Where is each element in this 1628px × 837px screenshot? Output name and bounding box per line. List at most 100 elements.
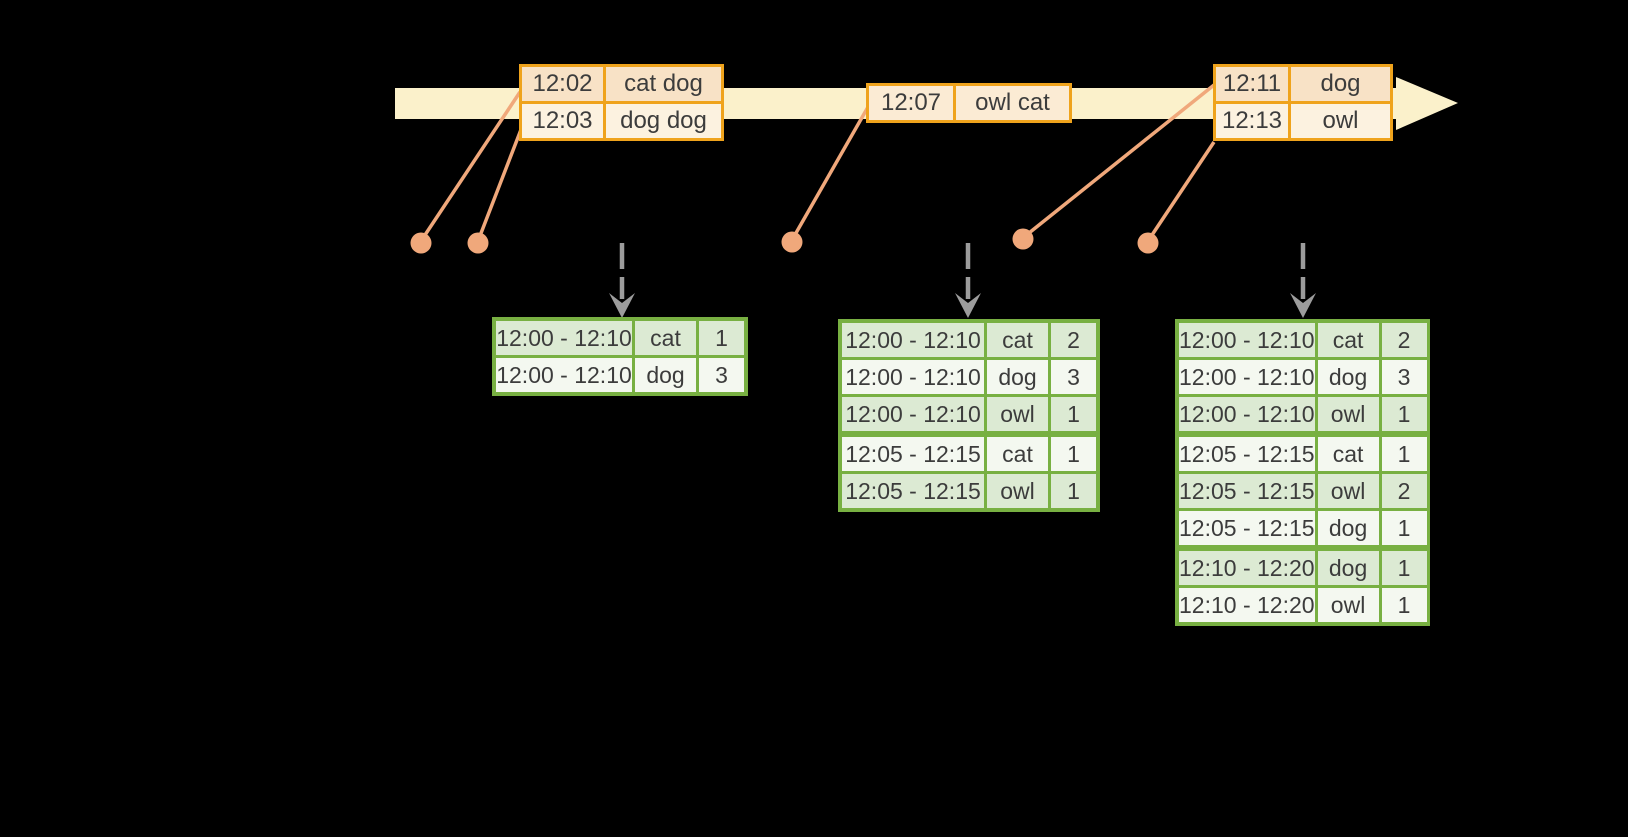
event-connector-line	[1022, 83, 1216, 239]
window-cell: 12:05 - 12:15	[1179, 511, 1315, 545]
word-cell: dog	[1317, 511, 1379, 545]
event-connector-line	[476, 126, 524, 242]
arrow-down-icon	[1290, 293, 1316, 318]
window-cell: 12:05 - 12:15	[1179, 437, 1315, 471]
event-words: owl cat	[956, 86, 1069, 120]
count-cell: 1	[1051, 437, 1096, 471]
event-row: 12:02 cat dog	[522, 67, 721, 101]
word-cell: cat	[1317, 323, 1379, 357]
event-time: 12:13	[1216, 104, 1288, 138]
event-row: 12:03 dog dog	[522, 104, 721, 138]
event-box-1: 12:02 cat dog 12:03 dog dog	[519, 64, 724, 141]
event-time: 12:07	[869, 86, 953, 120]
trigger-arrow	[609, 243, 635, 318]
window-cell: 12:00 - 12:10	[842, 397, 984, 431]
result-table-2: 12:00 - 12:10 cat 2 12:00 - 12:10 dog 3 …	[838, 319, 1100, 512]
count-cell: 3	[1381, 360, 1427, 394]
window-cell: 12:00 - 12:10	[842, 323, 984, 357]
event-words: dog dog	[606, 104, 721, 138]
count-cell: 1	[1051, 397, 1096, 431]
count-cell: 2	[1051, 323, 1096, 357]
word-cell: cat	[1317, 437, 1379, 471]
window-cell: 12:10 - 12:20	[1179, 551, 1315, 585]
table-row: 12:10 - 12:20 owl 1	[1179, 588, 1427, 622]
window-cell: 12:05 - 12:15	[842, 437, 984, 471]
arrow-down-icon	[955, 293, 981, 318]
event-marker-dots	[410, 228, 1159, 254]
count-cell: 1	[1381, 588, 1427, 622]
window-cell: 12:00 - 12:10	[842, 360, 984, 394]
table-row: 12:00 - 12:10 owl 1	[1179, 397, 1427, 431]
event-connector-lines	[419, 83, 1216, 242]
event-row: 12:13 owl	[1216, 104, 1390, 138]
count-cell: 2	[1381, 474, 1427, 508]
table-row: 12:05 - 12:15 owl 2	[1179, 474, 1427, 508]
table-row: 12:00 - 12:10 dog 3	[496, 358, 744, 392]
event-marker-dot	[410, 232, 432, 254]
trigger-arrow	[955, 243, 981, 318]
result-table-1: 12:00 - 12:10 cat 1 12:00 - 12:10 dog 3	[492, 317, 748, 396]
count-cell: 2	[1381, 323, 1427, 357]
event-time: 12:02	[522, 67, 603, 101]
event-time-axis-arrowhead-icon	[1396, 77, 1458, 130]
count-cell: 3	[699, 358, 744, 392]
table-row: 12:05 - 12:15 cat 1	[1179, 437, 1427, 471]
word-cell: cat	[987, 323, 1048, 357]
event-words: owl	[1291, 104, 1390, 138]
result-table-3: 12:00 - 12:10 cat 2 12:00 - 12:10 dog 3 …	[1175, 319, 1430, 626]
window-cell: 12:05 - 12:15	[1179, 474, 1315, 508]
word-cell: dog	[987, 360, 1048, 394]
word-cell: owl	[1317, 588, 1379, 622]
table-row: 12:05 - 12:15 dog 1	[1179, 511, 1427, 545]
table-row: 12:00 - 12:10 cat 1	[496, 321, 744, 355]
window-cell: 12:10 - 12:20	[1179, 588, 1315, 622]
word-cell: owl	[1317, 474, 1379, 508]
word-cell: cat	[987, 437, 1048, 471]
word-cell: owl	[987, 397, 1048, 431]
count-cell: 1	[1051, 474, 1096, 508]
event-words: dog	[1291, 67, 1390, 101]
table-row: 12:00 - 12:10 dog 3	[842, 360, 1096, 394]
table-row: 12:00 - 12:10 owl 1	[842, 397, 1096, 431]
event-connector-line	[1146, 141, 1216, 242]
count-cell: 3	[1051, 360, 1096, 394]
word-cell: owl	[987, 474, 1048, 508]
word-cell: dog	[1317, 360, 1379, 394]
event-marker-dot	[781, 231, 803, 253]
event-box-3: 12:11 dog 12:13 owl	[1213, 64, 1393, 141]
event-marker-dot	[1012, 228, 1034, 250]
trigger-arrow	[1290, 243, 1316, 318]
window-cell: 12:00 - 12:10	[1179, 397, 1315, 431]
table-row: 12:00 - 12:10 cat 2	[842, 323, 1096, 357]
count-cell: 1	[1381, 437, 1427, 471]
table-row: 12:00 - 12:10 cat 2	[1179, 323, 1427, 357]
event-time: 12:11	[1216, 67, 1288, 101]
event-row: 12:11 dog	[1216, 67, 1390, 101]
window-cell: 12:05 - 12:15	[842, 474, 984, 508]
event-time: 12:03	[522, 104, 603, 138]
table-row: 12:05 - 12:15 owl 1	[842, 474, 1096, 508]
event-connector-line	[790, 106, 870, 241]
table-row: 12:00 - 12:10 dog 3	[1179, 360, 1427, 394]
event-row: 12:07 owl cat	[869, 86, 1069, 120]
count-cell: 1	[1381, 511, 1427, 545]
trigger-arrows	[609, 243, 1316, 318]
word-cell: dog	[635, 358, 696, 392]
event-words: cat dog	[606, 67, 721, 101]
event-marker-dot	[1137, 232, 1159, 254]
arrow-down-icon	[609, 293, 635, 318]
window-cell: 12:00 - 12:10	[496, 321, 632, 355]
window-cell: 12:00 - 12:10	[1179, 323, 1315, 357]
window-cell: 12:00 - 12:10	[1179, 360, 1315, 394]
table-row: 12:05 - 12:15 cat 1	[842, 437, 1096, 471]
count-cell: 1	[1381, 551, 1427, 585]
word-cell: cat	[635, 321, 696, 355]
event-box-2: 12:07 owl cat	[866, 83, 1072, 123]
word-cell: owl	[1317, 397, 1379, 431]
event-connector-line	[419, 91, 522, 242]
count-cell: 1	[1381, 397, 1427, 431]
count-cell: 1	[699, 321, 744, 355]
event-marker-dot	[467, 232, 489, 254]
word-cell: dog	[1317, 551, 1379, 585]
